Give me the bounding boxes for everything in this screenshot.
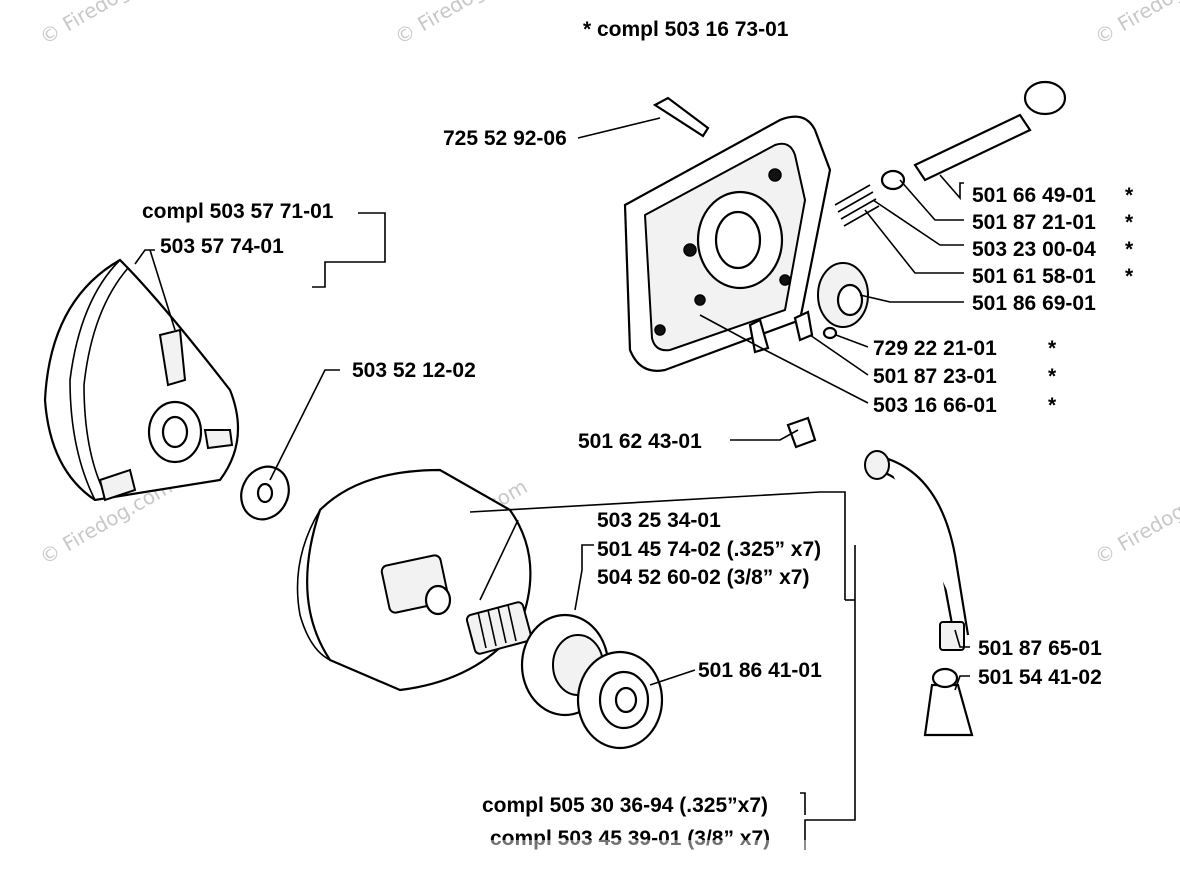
oil-pump-housing-drawing — [623, 80, 1067, 449]
drive-washer-drawing — [576, 650, 664, 750]
label-501-54-41-02: 501 54 41-02 — [978, 666, 1102, 689]
asterisk-501-87-23-01: * — [1048, 365, 1057, 388]
needle-bearing-drawing — [465, 601, 533, 655]
oil-hose-drawing — [864, 450, 974, 737]
label-729-22-21-01: 729 22 21-01 — [873, 337, 997, 360]
label-503-23-00-04: 503 23 00-04 — [972, 238, 1096, 261]
asterisk-501-66-49-01: * — [1125, 184, 1134, 207]
label-503-57-74-01: 503 57 74-01 — [160, 235, 284, 258]
assembly-title: * compl 503 16 73-01 — [583, 18, 789, 41]
clutch-drum-drawing — [296, 468, 532, 692]
bottom-crop — [470, 840, 810, 885]
label-501-66-49-01: 501 66 49-01 — [972, 184, 1096, 207]
label-503-25-34-01: 503 25 34-01 — [597, 509, 721, 532]
label-504-52-60-02: 504 52 60-02 (3/8” x7) — [597, 566, 809, 589]
asterisk-503-16-66-01: * — [1048, 394, 1057, 417]
label-501-86-69-01: 501 86 69-01 — [972, 292, 1096, 315]
label-compl-505-30-36-94: compl 505 30 36-94 (.325”x7) — [482, 794, 768, 817]
asterisk-729-22-21-01: * — [1048, 337, 1057, 360]
label-503-52-12-02: 503 52 12-02 — [352, 359, 476, 382]
part-labels: 725 52 92-06 compl 503 57 71-01 503 57 7… — [142, 127, 1134, 850]
clutch-drawing — [43, 258, 240, 502]
label-501-61-58-01: 501 61 58-01 — [972, 265, 1096, 288]
asterisk-501-61-58-01: * — [1125, 265, 1134, 288]
label-501-86-41-01: 501 86 41-01 — [698, 659, 822, 682]
watermark-top-center: © Firedog.com — [391, 0, 532, 49]
label-501-45-74-02: 501 45 74-02 (.325” x7) — [597, 538, 821, 561]
label-compl-503-57-71-01: compl 503 57 71-01 — [142, 200, 334, 223]
washer-drawing — [240, 465, 290, 521]
leader-lines — [134, 117, 970, 850]
asterisk-501-87-21-01: * — [1125, 211, 1134, 234]
label-501-87-65-01: 501 87 65-01 — [978, 637, 1102, 660]
label-501-87-23-01: 501 87 23-01 — [873, 365, 997, 388]
watermark-top-left: © Firedog.com — [36, 0, 177, 49]
label-501-87-21-01: 501 87 21-01 — [972, 211, 1096, 234]
label-compl-503-45-39-01: compl 503 45 39-01 (3/8” x7) — [490, 827, 770, 850]
asterisk-503-23-00-04: * — [1125, 238, 1134, 261]
label-725-52-92-06: 725 52 92-06 — [443, 127, 567, 150]
label-501-62-43-01: 501 62 43-01 — [578, 430, 702, 453]
watermark-mid-right: © Firedog.com — [1091, 474, 1180, 569]
label-503-16-66-01: 503 16 66-01 — [873, 394, 997, 417]
watermark-top-right: © Firedog.com — [1091, 0, 1180, 49]
